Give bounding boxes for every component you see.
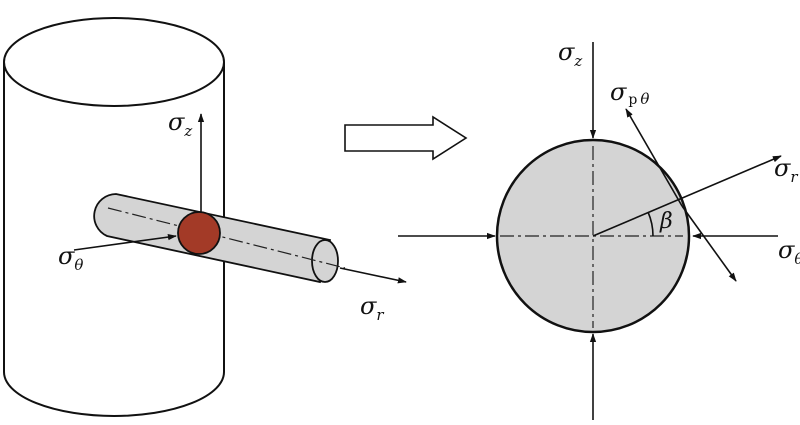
sigma-z-label-right: σz	[558, 38, 582, 70]
sigma-r-label-right: σr	[774, 154, 798, 186]
beta-angle-arc	[647, 211, 654, 237]
sigma-p-theta-arrow-lower	[681, 205, 737, 282]
sigma-p-theta-arrow	[625, 108, 683, 207]
rod-cross-section	[177, 211, 221, 255]
sigma-r-arrow-right	[592, 155, 782, 237]
core-sample-rod	[93, 193, 346, 284]
rod-axis-line	[107, 207, 346, 269]
beta-label: β	[659, 209, 673, 234]
rod-end-cap	[311, 239, 339, 283]
sigma-theta-arrow-left	[73, 233, 177, 251]
transition-arrow	[344, 115, 468, 161]
sigma-r-arrow-left	[339, 267, 407, 284]
cylinder-top-ellipse	[3, 17, 225, 107]
sigma-theta-label-right: σθ	[778, 236, 800, 268]
cylinder-body	[3, 62, 225, 417]
sigma-theta-label-left: σθ	[58, 242, 83, 274]
sigma-r-label-left: σr	[360, 292, 384, 324]
sigma-z-label-left: σz	[168, 108, 192, 140]
borehole-cylinder	[3, 17, 225, 417]
